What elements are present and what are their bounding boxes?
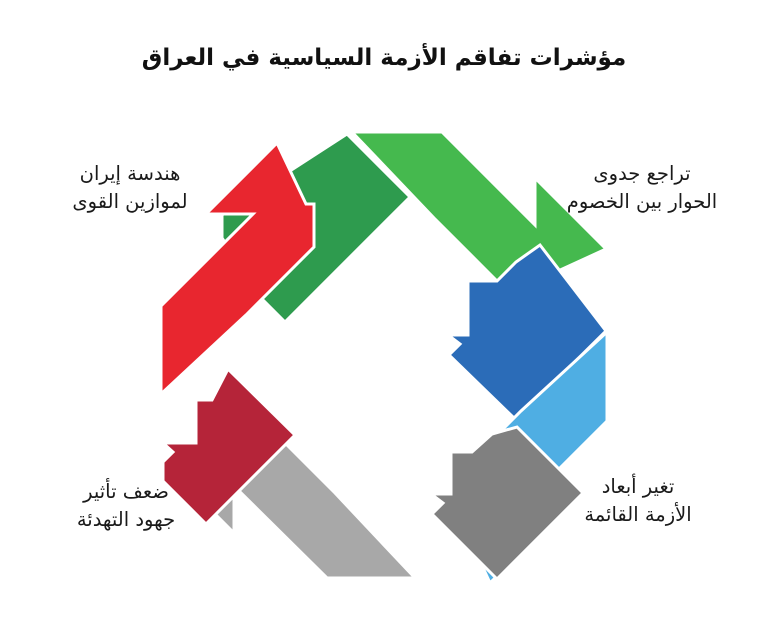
segment-label-gray: ضعف تأثير جهود التهدئة	[76, 480, 176, 532]
segment-red-shadow	[159, 366, 298, 527]
segment-label-red: هندسة إيران لموازين القوى	[72, 162, 188, 214]
segment-red-arrow-body	[159, 140, 316, 398]
segment-red[interactable]	[159, 140, 316, 527]
page-title: مؤشرات تفاقم الأزمة السياسية في العراق	[141, 45, 627, 71]
segment-label-green: تراجع جدوى الحوار بين الخصوم	[566, 162, 718, 214]
segment-label-blue: تغير أبعاد الأزمة القائمة	[584, 475, 692, 527]
segment-gray-shadow	[426, 425, 586, 582]
